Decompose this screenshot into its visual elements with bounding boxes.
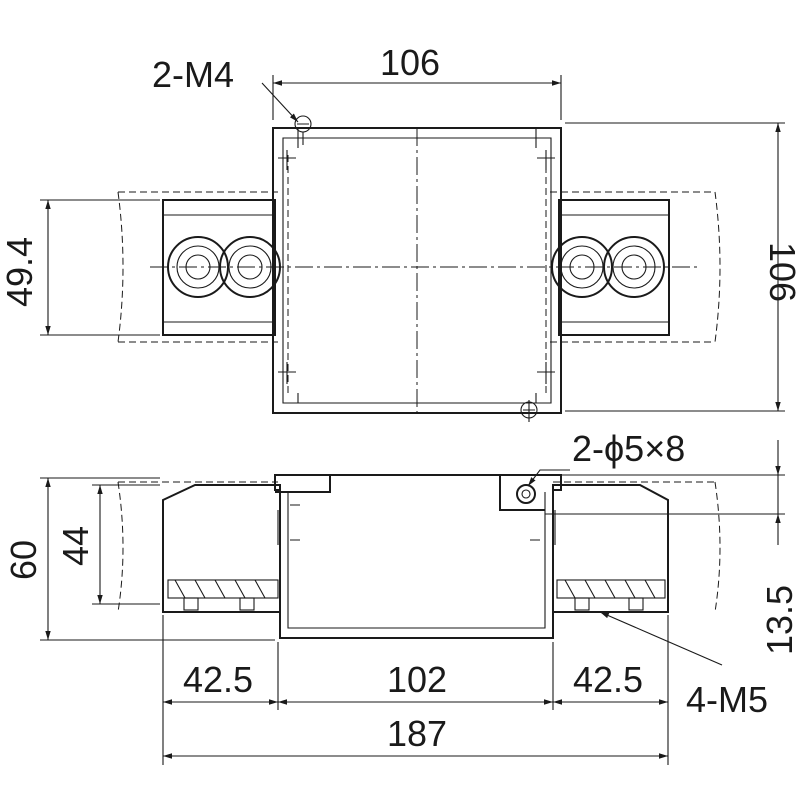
dim-total-width: 187 xyxy=(387,713,447,754)
enclosure-front-outline xyxy=(274,474,562,639)
bolt-icon xyxy=(183,484,644,611)
dimension-lines xyxy=(40,75,785,765)
label-screw-top: 2-M4 xyxy=(152,54,234,95)
dimension-labels: 106 106 49.4 2-M4 2-ϕ5×8 60 44 42.5 102 … xyxy=(0,42,800,754)
phantom-busbar-left xyxy=(117,191,278,343)
label-slot-hole: 2-ϕ5×8 xyxy=(572,428,685,469)
dim-center-width: 102 xyxy=(387,659,447,700)
dim-top-height: 106 xyxy=(762,242,800,302)
dim-slot-offset: 13.5 xyxy=(759,585,800,655)
front-view xyxy=(117,474,721,639)
dim-total-height: 60 xyxy=(3,540,44,580)
dim-inner-height: 44 xyxy=(55,526,96,566)
top-view xyxy=(117,115,721,422)
phantom-busbar-right xyxy=(550,191,721,343)
dim-terminal-height: 49.4 xyxy=(0,237,40,307)
dim-side-left: 42.5 xyxy=(183,659,253,700)
dim-top-width: 106 xyxy=(380,42,440,83)
screw-icon xyxy=(278,115,555,422)
label-screw-bottom: 4-M5 xyxy=(686,679,768,720)
dim-side-right: 42.5 xyxy=(573,659,643,700)
